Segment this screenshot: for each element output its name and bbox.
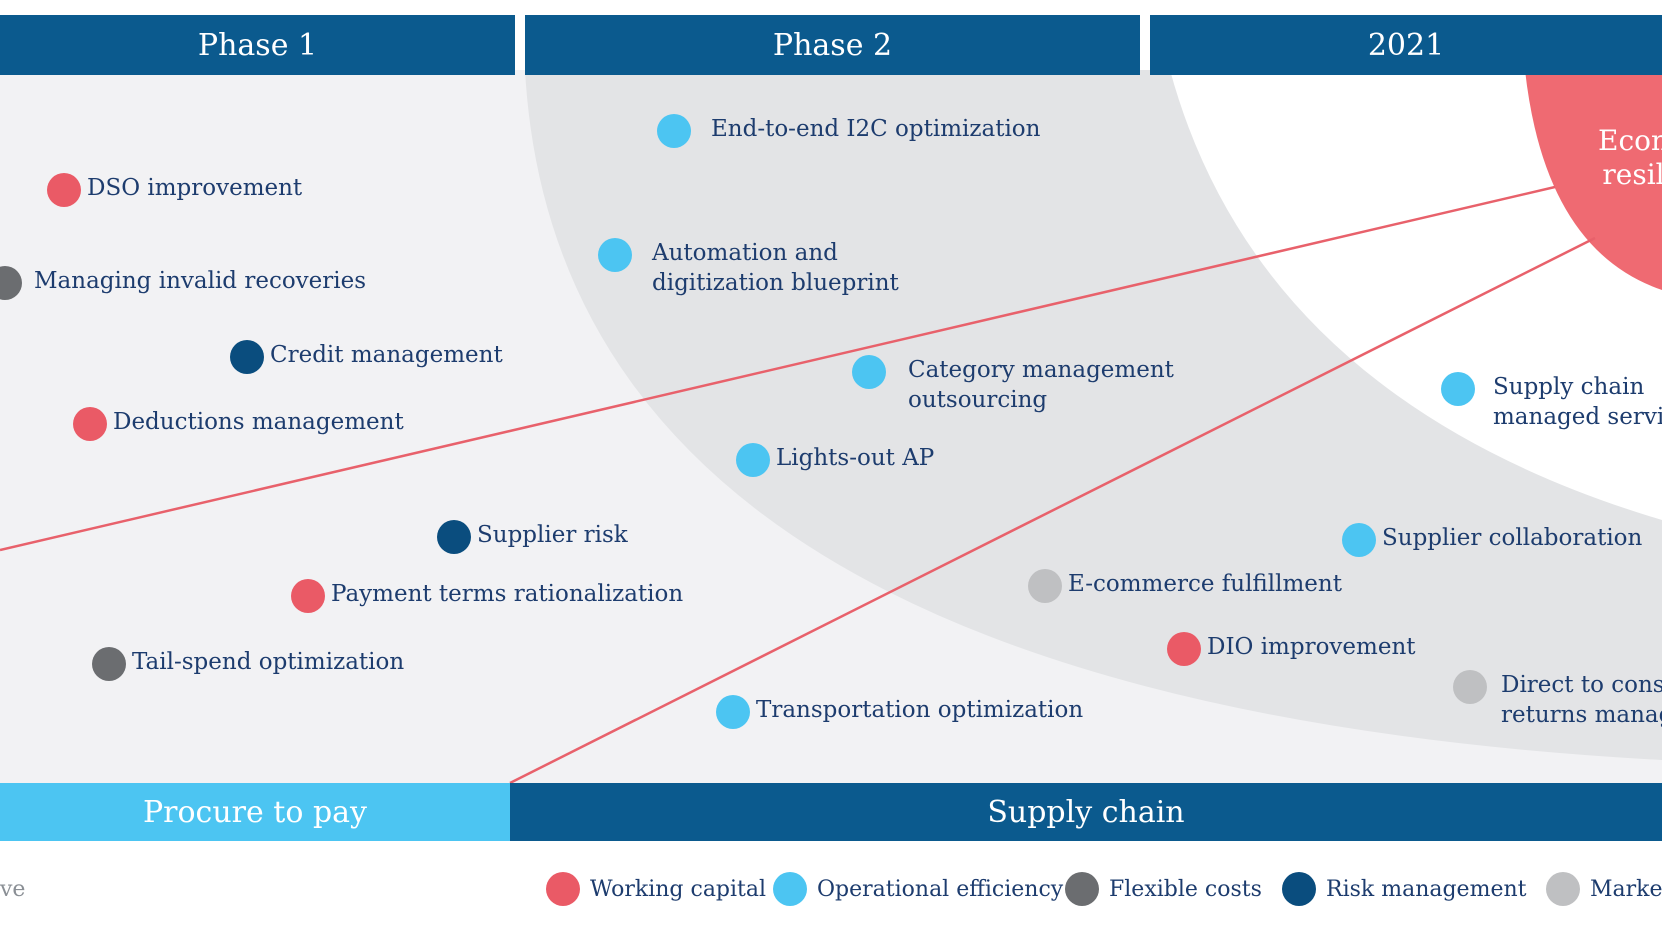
legend-market: Market — [1546, 872, 1662, 906]
center-label-line2: resil — [1602, 158, 1662, 191]
item-label: Direct to consum returns manage — [1501, 672, 1662, 728]
flexible-costs-dot-icon — [0, 266, 22, 300]
item-label: Lights-out AP — [776, 445, 935, 471]
item-label: Supply chain managed service — [1493, 374, 1662, 430]
item-category-management-outsourcing: Category management outsourcing — [852, 355, 1174, 415]
legend-risk-management: Risk management — [1282, 872, 1526, 906]
item-label: Category management outsourcing — [908, 357, 1174, 413]
item-supplier-risk: Supplier risk — [437, 520, 628, 554]
operational-efficiency-dot-icon — [773, 872, 807, 906]
market-dot-icon — [1453, 670, 1487, 704]
item-end-to-end-i2c-optimization: End-to-end I2C optimization — [657, 114, 1040, 148]
center-circle — [1525, 70, 1662, 290]
operational-efficiency-dot-icon — [1441, 372, 1475, 406]
legend-label: Risk management — [1326, 876, 1527, 902]
phase-2-header: Phase 2 — [525, 15, 1140, 75]
connector-line-1 — [0, 185, 1556, 552]
item-label: Managing invalid recoveries — [34, 268, 367, 294]
connector-line-2 — [509, 236, 1596, 785]
item-lights-out-ap: Lights-out AP — [736, 443, 934, 477]
item-automation-digitization-blueprint: Automation and digitization blueprint — [598, 238, 899, 298]
center-label-line1: Econ — [1598, 124, 1662, 157]
item-dio-improvement: DIO improvement — [1167, 632, 1416, 666]
item-supply-chain-managed-service: Supply chain managed service — [1441, 372, 1662, 432]
item-dso-improvement: DSO improvement — [47, 173, 302, 207]
working-capital-dot-icon — [47, 173, 81, 207]
item-label: Transportation optimization — [756, 697, 1084, 723]
supply-chain-bar: Supply chain — [510, 783, 1662, 841]
legend-label: Market — [1590, 876, 1662, 902]
legend-flexible-costs: Flexible costs — [1065, 872, 1262, 906]
item-managing-invalid-recoveries: Managing invalid recoveries — [0, 266, 366, 300]
year-region — [1170, 70, 1662, 520]
working-capital-dot-icon — [291, 579, 325, 613]
procure-to-pay-bar: Procure to pay — [0, 783, 510, 841]
item-deductions-management: Deductions management — [73, 407, 404, 441]
flexible-costs-dot-icon — [1065, 872, 1099, 906]
item-label: Supplier risk — [477, 522, 628, 548]
item-label: Supplier collaboration — [1382, 525, 1643, 551]
item-label: End-to-end I2C optimization — [711, 116, 1041, 142]
phase-1-header: Phase 1 — [0, 15, 515, 75]
item-label: Payment terms rationalization — [331, 581, 684, 607]
working-capital-dot-icon — [1167, 632, 1201, 666]
risk-management-dot-icon — [230, 340, 264, 374]
legend-label: Operational efficiency — [817, 876, 1064, 902]
market-dot-icon — [1546, 872, 1580, 906]
item-label: E-commerce fulfillment — [1068, 571, 1342, 597]
item-label: Deductions management — [113, 409, 404, 435]
flexible-costs-dot-icon — [92, 647, 126, 681]
working-capital-dot-icon — [73, 407, 107, 441]
item-e-commerce-fulfillment: E-commerce fulfillment — [1028, 569, 1342, 603]
market-dot-icon — [1028, 569, 1062, 603]
item-payment-terms-rationalization: Payment terms rationalization — [291, 579, 683, 613]
item-label: Credit management — [270, 342, 503, 368]
item-label: DSO improvement — [87, 175, 303, 201]
working-capital-dot-icon — [546, 872, 580, 906]
operational-efficiency-dot-icon — [1342, 523, 1376, 557]
operational-efficiency-dot-icon — [736, 443, 770, 477]
year-2021-header: 2021 — [1150, 15, 1662, 75]
operational-efficiency-dot-icon — [716, 695, 750, 729]
item-label: Tail-spend optimization — [132, 649, 405, 675]
item-label: Automation and digitization blueprint — [652, 240, 899, 296]
operational-efficiency-dot-icon — [657, 114, 691, 148]
risk-management-dot-icon — [437, 520, 471, 554]
item-credit-management: Credit management — [230, 340, 503, 374]
item-transportation-optimization: Transportation optimization — [716, 695, 1083, 729]
operational-efficiency-dot-icon — [852, 355, 886, 389]
legend-label: Flexible costs — [1109, 876, 1262, 902]
legend-operational-efficiency: Operational efficiency — [773, 872, 1063, 906]
risk-management-dot-icon — [1282, 872, 1316, 906]
item-supplier-collaboration: Supplier collaboration — [1342, 523, 1642, 557]
operational-efficiency-dot-icon — [598, 238, 632, 272]
legend-label: Working capital — [590, 876, 767, 902]
item-label: DIO improvement — [1207, 634, 1416, 660]
item-tail-spend-optimization: Tail-spend optimization — [92, 647, 404, 681]
legend-working-capital: Working capital — [546, 872, 766, 906]
item-direct-to-consumer-returns: Direct to consum returns manage — [1453, 670, 1662, 730]
legend-cut-label: ve — [0, 877, 26, 902]
